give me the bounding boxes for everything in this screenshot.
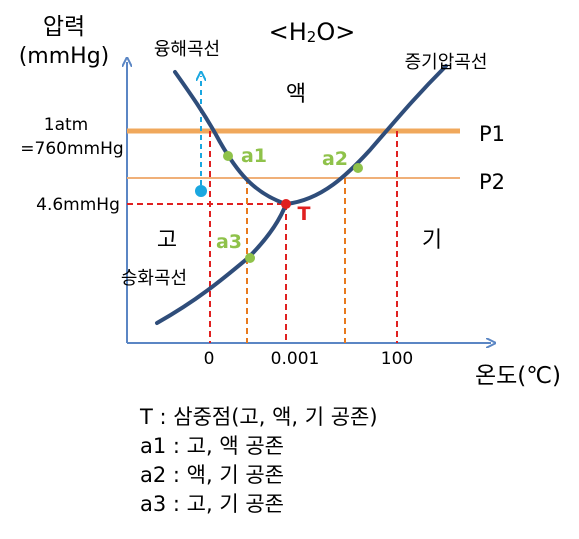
a2-label: a2 [322, 148, 348, 170]
triple-point-label: T [298, 203, 311, 225]
sublimation-curve-label: 승화곡선 [121, 268, 187, 289]
region-solid: 고 [157, 228, 177, 253]
x-tick-triple: 0.001 [271, 349, 320, 369]
fusion-curve-label: 융해곡선 [154, 39, 220, 60]
y-tick-atm-line1: 1atm [44, 115, 88, 135]
a1-label: a1 [241, 145, 267, 167]
y-axis-title-line1: 압력 [43, 14, 85, 40]
cyan-point [195, 185, 207, 197]
legend-item-a3: a3 : 고, 기 공존 [140, 492, 284, 516]
x-tick-zero: 0 [204, 349, 215, 369]
a3-label: a3 [216, 231, 242, 253]
region-liquid: 액 [286, 82, 306, 107]
y-tick-triple: 4.6mmHg [36, 195, 120, 215]
triple-point [281, 199, 291, 209]
x-axis-title: 온도(℃) [475, 363, 561, 389]
legend: T : 삼중점(고, 액, 기 공존) a1 : 고, 액 공존 a2 : 액,… [140, 403, 378, 519]
legend-item-triple: T : 삼중점(고, 액, 기 공존) [140, 405, 378, 429]
sublimation-curve [155, 202, 288, 325]
p2-label: P2 [479, 170, 505, 194]
a3-point [245, 253, 255, 263]
x-tick-boiling: 100 [381, 349, 413, 369]
a2-point [353, 163, 363, 173]
y-axis-title-line2: (mmHg) [19, 44, 110, 69]
p1-label: P1 [479, 122, 505, 146]
fusion-curve [173, 70, 288, 206]
legend-item-a2: a2 : 액, 기 공존 [140, 463, 284, 487]
y-tick-atm-line2: =760mmHg [20, 139, 123, 159]
vaporization-curve [284, 64, 448, 206]
chart-title: <H2O> [269, 18, 356, 46]
region-gas: 기 [422, 228, 442, 253]
vaporization-curve-label: 증기압곡선 [405, 52, 488, 73]
legend-item-a1: a1 : 고, 액 공존 [140, 434, 284, 458]
a1-point [223, 151, 233, 161]
